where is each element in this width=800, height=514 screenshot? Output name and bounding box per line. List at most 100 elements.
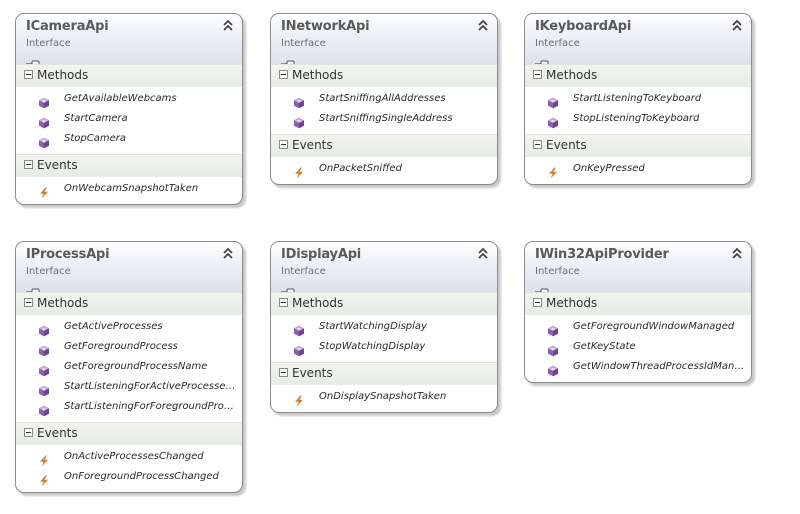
method-item[interactable]: GetKeyState (525, 338, 751, 358)
collapse-toggle-icon[interactable] (24, 428, 33, 437)
collapse-toggle-icon[interactable] (279, 140, 288, 149)
method-item[interactable]: StopWatchingDisplay (271, 338, 497, 358)
methods-section-header[interactable]: Methods (271, 64, 497, 87)
method-cube-icon (547, 114, 559, 129)
method-item[interactable]: StopListeningToKeyboard (525, 110, 751, 130)
events-section-header[interactable]: Events (271, 362, 497, 385)
card-title: IProcessApi (26, 247, 110, 262)
method-item[interactable]: StartCamera (16, 110, 242, 130)
section-label: Events (546, 138, 587, 152)
methods-list: StartWatchingDisplay StopWatchingDisplay (271, 315, 497, 362)
method-item[interactable]: GetActiveProcesses (16, 318, 242, 338)
lightning-icon (38, 472, 50, 487)
method-item[interactable]: GetForegroundWindowManaged (525, 318, 751, 338)
collapse-toggle-icon[interactable] (533, 140, 542, 149)
section-label: Methods (292, 296, 344, 310)
card-title: IWin32ApiProvider (535, 247, 669, 262)
method-cube-icon (293, 114, 305, 129)
event-item[interactable]: OnForegroundProcessChanged (16, 468, 242, 488)
collapse-toggle-icon[interactable] (279, 298, 288, 307)
collapse-toggle-icon[interactable] (279, 70, 288, 79)
method-cube-icon (38, 114, 50, 129)
collapse-toggle-icon[interactable] (24, 160, 33, 169)
collapse-toggle-icon[interactable] (24, 70, 33, 79)
section-label: Events (292, 138, 333, 152)
chevron-double-up-icon[interactable] (222, 246, 234, 260)
events-section-header[interactable]: Events (271, 134, 497, 157)
method-item[interactable]: StartWatchingDisplay (271, 318, 497, 338)
event-name: OnKeyPressed (573, 163, 645, 174)
method-item[interactable]: StartSniffingAllAddresses (271, 90, 497, 110)
methods-section-header[interactable]: Methods (16, 64, 242, 87)
event-item[interactable]: OnPacketSniffed (271, 160, 497, 180)
stereotype-label: Interface (535, 266, 580, 277)
method-item[interactable]: StartListeningToKeyboard (525, 90, 751, 110)
methods-list: StartSniffingAllAddresses StartSniffingS… (271, 87, 497, 134)
method-name: StopCamera (64, 133, 126, 144)
method-cube-icon (38, 94, 50, 109)
method-cube-icon (547, 322, 559, 337)
lightning-icon (547, 164, 559, 179)
collapse-toggle-icon[interactable] (533, 70, 542, 79)
lightning-icon (38, 184, 50, 199)
collapse-toggle-icon[interactable] (533, 298, 542, 307)
method-item[interactable]: GetForegroundProcessName (16, 358, 242, 378)
chevron-double-up-icon[interactable] (222, 18, 234, 32)
methods-list: StartListeningToKeyboard StopListeningTo… (525, 87, 751, 134)
collapse-toggle-icon[interactable] (24, 298, 33, 307)
chevron-double-up-icon[interactable] (477, 18, 489, 32)
method-name: StopWatchingDisplay (319, 341, 426, 352)
method-name: StartListeningForForegroundProc… (64, 401, 236, 412)
methods-section-header[interactable]: Methods (271, 292, 497, 315)
chevron-double-up-icon[interactable] (477, 246, 489, 260)
method-cube-icon (38, 402, 50, 417)
section-label: Methods (37, 296, 89, 310)
method-name: GetActiveProcesses (64, 321, 163, 332)
method-item[interactable]: GetAvailableWebcams (16, 90, 242, 110)
method-cube-icon (547, 94, 559, 109)
method-item[interactable]: StartListeningForActiveProcesses… (16, 378, 242, 398)
events-section-header[interactable]: Events (525, 134, 751, 157)
method-cube-icon (38, 134, 50, 149)
method-item[interactable]: GetWindowThreadProcessIdManaged (525, 358, 751, 378)
event-name: OnActiveProcessesChanged (64, 451, 204, 462)
methods-section-header[interactable]: Methods (525, 64, 751, 87)
method-name: StartWatchingDisplay (319, 321, 427, 332)
event-item[interactable]: OnKeyPressed (525, 160, 751, 180)
events-list: OnWebcamSnapshotTaken (16, 177, 242, 204)
method-item[interactable]: GetForegroundProcess (16, 338, 242, 358)
stereotype-label: Interface (26, 266, 71, 277)
chevron-double-up-icon[interactable] (731, 246, 743, 260)
event-name: OnForegroundProcessChanged (64, 471, 219, 482)
method-item[interactable]: StopCamera (16, 130, 242, 150)
method-item[interactable]: StartListeningForForegroundProc… (16, 398, 242, 418)
method-item[interactable]: StartSniffingSingleAddress (271, 110, 497, 130)
methods-section-header[interactable]: Methods (525, 292, 751, 315)
collapse-toggle-icon[interactable] (279, 368, 288, 377)
event-item[interactable]: OnActiveProcessesChanged (16, 448, 242, 468)
method-name: StartSniffingAllAddresses (319, 93, 446, 104)
events-section-header[interactable]: Events (16, 422, 242, 445)
chevron-double-up-icon[interactable] (731, 18, 743, 32)
method-cube-icon (293, 342, 305, 357)
events-section-header[interactable]: Events (16, 154, 242, 177)
method-cube-icon (293, 322, 305, 337)
methods-section-header[interactable]: Methods (16, 292, 242, 315)
method-cube-icon (547, 342, 559, 357)
event-item[interactable]: OnWebcamSnapshotTaken (16, 180, 242, 200)
lightning-icon (293, 164, 305, 179)
event-item[interactable]: OnDisplaySnapshotTaken (271, 388, 497, 408)
card-title: IDisplayApi (281, 247, 362, 262)
